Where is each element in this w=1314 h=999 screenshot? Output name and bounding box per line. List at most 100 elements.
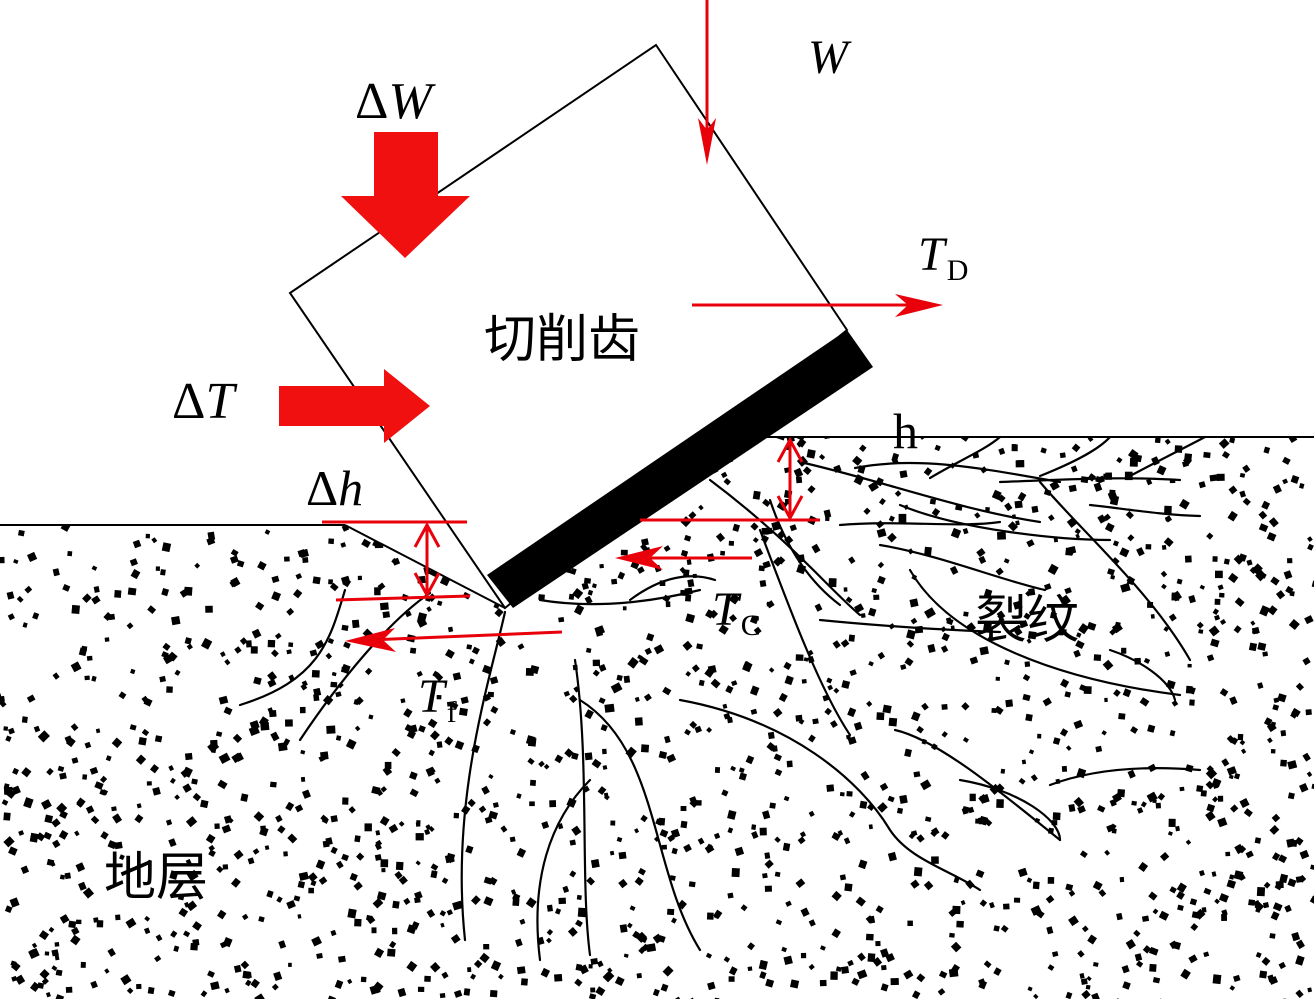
stipple-dot: [1168, 613, 1177, 622]
stipple-dot: [221, 824, 232, 834]
stipple-dot: [1027, 631, 1037, 640]
delta-T-label: ΔT: [172, 373, 237, 430]
stipple-dot: [200, 799, 209, 809]
stipple-dot: [904, 748, 912, 758]
stipple-dot: [253, 811, 265, 822]
stipple-dot: [185, 816, 198, 828]
stipple-dot: [467, 798, 476, 808]
stipple-dot: [357, 575, 362, 581]
stipple-dot: [705, 609, 715, 619]
stipple-dot: [1274, 882, 1283, 891]
stipple-dot: [887, 795, 895, 803]
stipple-dot: [1092, 880, 1103, 891]
stipple-dot: [8, 846, 18, 856]
stipple-dot: [1064, 691, 1072, 698]
stipple-dot: [687, 579, 695, 588]
stipple-dot: [1168, 818, 1176, 828]
stipple-dot: [877, 561, 885, 569]
stipple-dot: [430, 870, 438, 879]
stipple-dot: [287, 833, 298, 844]
stipple-dot: [937, 988, 946, 996]
stipple-dot: [1242, 497, 1251, 506]
stipple-dot: [554, 974, 563, 982]
stipple-dot: [586, 876, 596, 886]
stipple-dot: [1053, 537, 1059, 543]
stipple-dot: [1257, 682, 1264, 689]
stipple-dot: [1212, 782, 1219, 789]
stipple-dot: [252, 848, 260, 855]
stipple-dot: [851, 977, 860, 986]
stipple-dot: [691, 664, 700, 673]
stipple-dot: [267, 707, 274, 714]
stipple-dot: [1208, 625, 1220, 637]
stipple-dot: [31, 942, 38, 949]
stipple-dot: [853, 721, 863, 731]
stipple-dot: [1122, 981, 1131, 990]
stipple-dot: [1198, 629, 1204, 634]
stipple-dot: [1119, 876, 1125, 883]
stipple-dot: [991, 489, 1002, 501]
stipple-dot: [379, 602, 389, 611]
stipple-dot: [222, 864, 229, 870]
stipple-dot: [245, 509, 253, 517]
stipple-dot: [107, 948, 116, 957]
stipple-dot: [727, 827, 734, 834]
stipple-dot: [738, 772, 747, 781]
stipple-dot: [1033, 993, 1039, 999]
stipple-dot: [849, 669, 857, 677]
stipple-dot: [634, 717, 643, 726]
stipple-dot: [694, 725, 702, 734]
stipple-dot: [554, 754, 564, 764]
stipple-dot: [368, 714, 374, 720]
stipple-dot: [297, 549, 306, 558]
stipple-dot: [186, 643, 193, 650]
stipple-dot: [39, 969, 50, 980]
stipple-dot: [966, 622, 977, 632]
stipple-dot: [278, 940, 287, 949]
stipple-dot: [347, 908, 357, 919]
stipple-dot: [138, 737, 147, 746]
stipple-dot: [666, 908, 675, 916]
stipple-dot: [348, 806, 356, 814]
stipple-dot: [753, 626, 762, 635]
stipple-dot: [1203, 451, 1211, 459]
stipple-dot: [285, 719, 293, 727]
stipple-dot: [910, 617, 918, 625]
stipple-dot: [182, 783, 192, 793]
stipple-dot: [149, 764, 160, 774]
stipple-dot: [558, 617, 565, 623]
stipple-dot: [949, 565, 959, 575]
stipple-dot: [583, 577, 592, 584]
stipple-dot: [989, 902, 995, 909]
stipple-dot: [26, 694, 36, 703]
stipple-dot: [796, 441, 803, 448]
stipple-dot: [374, 947, 385, 959]
stipple-dot: [316, 953, 323, 959]
stipple-dot: [1163, 537, 1174, 548]
stipple-dot: [644, 647, 652, 655]
stipple-dot: [82, 593, 92, 604]
stipple-dot: [230, 549, 239, 557]
stipple-dot: [179, 588, 190, 598]
stipple-dot: [167, 651, 178, 662]
stipple-dot: [1258, 523, 1269, 533]
stipple-dot: [392, 557, 401, 566]
stipple-dot: [67, 551, 73, 557]
stipple-dot: [774, 871, 781, 877]
stipple-dot: [282, 457, 291, 466]
stipple-dot: [1148, 891, 1158, 901]
stipple-dot: [824, 707, 832, 716]
stipple-dot: [855, 896, 866, 907]
stipple-dot: [996, 799, 1004, 808]
stipple-dot: [569, 870, 577, 878]
stipple-dot: [749, 615, 759, 625]
stipple-dot: [1272, 484, 1282, 494]
stipple-dot: [351, 619, 360, 629]
stipple-dot: [51, 949, 59, 957]
stipple-dot: [546, 904, 554, 912]
stipple-dot: [698, 679, 705, 687]
stipple-dot: [423, 503, 434, 514]
stipple-dot: [489, 990, 498, 998]
stipple-dot: [260, 825, 267, 832]
stipple-dot: [1221, 914, 1228, 922]
